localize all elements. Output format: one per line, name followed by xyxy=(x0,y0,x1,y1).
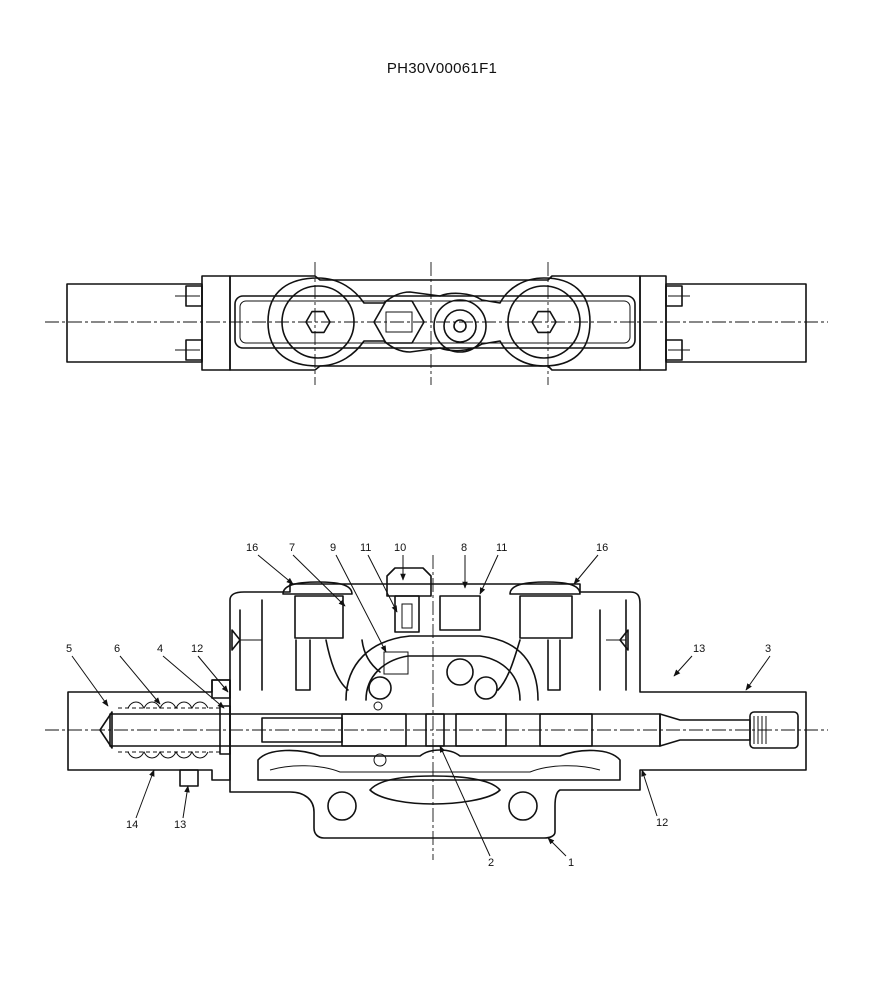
callout-7: 7 xyxy=(289,542,295,554)
callout-13-right: 13 xyxy=(693,643,705,655)
callout-1: 1 xyxy=(568,857,574,869)
callout-11-left: 11 xyxy=(360,542,371,554)
callout-14: 14 xyxy=(126,819,138,831)
section-view xyxy=(45,555,828,860)
callout-2: 2 xyxy=(488,857,494,869)
callout-5: 5 xyxy=(66,643,72,655)
callout-11-right: 11 xyxy=(496,542,507,554)
top-view xyxy=(45,262,828,385)
callout-10: 10 xyxy=(394,542,406,554)
callout-3: 3 xyxy=(765,643,771,655)
callout-4: 4 xyxy=(157,643,163,655)
callout-12-left: 12 xyxy=(191,643,203,655)
callout-16-left: 16 xyxy=(246,542,258,554)
callout-9: 9 xyxy=(330,542,336,554)
callout-12-right: 12 xyxy=(656,817,668,829)
drawing-title: PH30V00061F1 xyxy=(386,60,498,77)
callout-8: 8 xyxy=(461,542,467,554)
callout-16-right: 16 xyxy=(596,542,608,554)
callout-6: 6 xyxy=(114,643,120,655)
callout-13-left: 13 xyxy=(174,819,186,831)
callouts: 16 7 9 11 10 8 11 16 5 6 4 12 13 3 14 13 xyxy=(66,542,771,869)
